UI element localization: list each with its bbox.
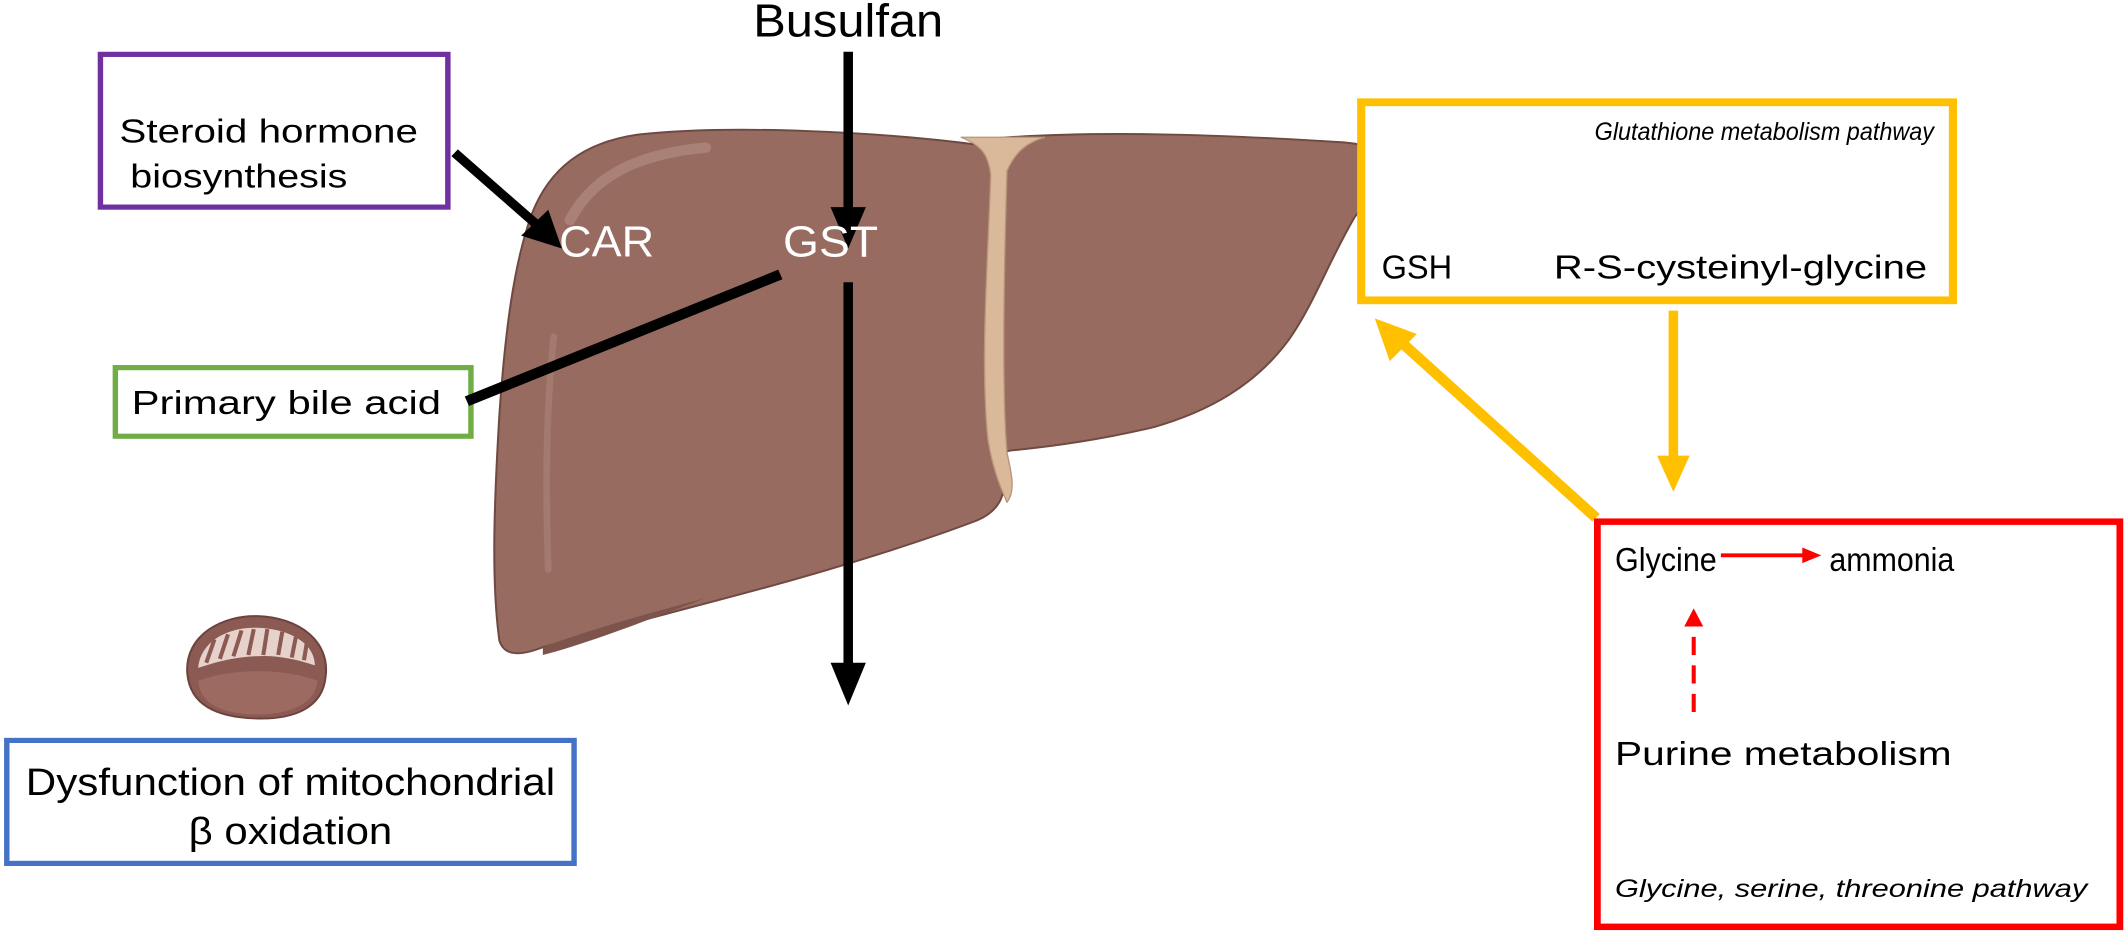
cysteinyl-glycine-label: R-S-cysteinyl-glycine (1554, 249, 1927, 286)
mito-line1: Dysfunction of mitochondrial (26, 762, 555, 804)
busulfan-label: Busulfan (753, 0, 943, 47)
steroid-hormone-box: Steroid hormone biosynthesis (97, 51, 451, 210)
liver-left-lobe (493, 128, 1006, 655)
glutathione-to-glycine-arrow (1657, 310, 1690, 492)
glycine-to-ammonia-arrow (1720, 547, 1822, 564)
falciform-ligament (960, 136, 1046, 504)
glutathione-pathway-label: Glutathione metabolism pathway (1595, 118, 1936, 145)
gst-downward-arrow (830, 282, 866, 706)
mitochondrial-dysfunction-box: Dysfunction of mitochondrial β oxidation (4, 737, 577, 866)
liver-illustration (493, 128, 1402, 655)
ammonia-label: ammonia (1829, 542, 1955, 579)
mitochondrion-icon (186, 615, 327, 720)
gsh-label: GSH (1382, 249, 1453, 286)
bile-acid-label: Primary bile acid (132, 385, 441, 422)
glycine-pathway-label: Glycine, serine, threonine pathway (1615, 876, 2089, 903)
purine-to-glycine-dashed-arrow (1684, 608, 1704, 712)
busulfan-to-gst-arrow (830, 51, 866, 249)
glycine-to-glutathione-arrow (1374, 318, 1600, 522)
glycine-label: Glycine (1615, 542, 1717, 579)
glycine-serine-threonine-box: Glycine ammonia Purine metabolism Glycin… (1593, 518, 2124, 931)
purine-metabolism-label: Purine metabolism (1615, 736, 1952, 773)
mito-line2: β oxidation (189, 811, 393, 853)
gst-label: GST (783, 216, 878, 266)
steroid-line2: biosynthesis (130, 158, 347, 195)
liver-highlight (564, 142, 712, 226)
liver-right-lobe (975, 133, 1402, 455)
car-label: CAR (559, 216, 654, 266)
glutathione-metabolism-box: Glutathione metabolism pathway GSH R-S-c… (1357, 98, 1957, 305)
primary-bile-acid-box: Primary bile acid (112, 365, 474, 439)
steroid-line1: Steroid hormone (119, 113, 418, 150)
liver-shading (542, 598, 706, 655)
gst-to-bile-acid-line (464, 269, 783, 407)
